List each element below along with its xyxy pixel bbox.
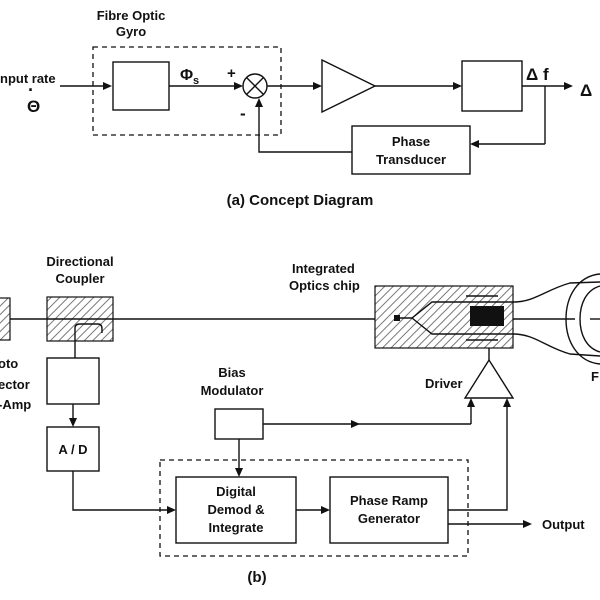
digital-line2: Demod & — [207, 502, 264, 517]
ad-converter-box — [46, 426, 100, 472]
sum-to-amp-arrowhead — [313, 82, 322, 90]
feedback-to-transducer-arrowhead — [470, 140, 479, 148]
gyro-label-line2: Gyro — [116, 24, 146, 39]
input-rate-label: nput rate — [0, 71, 56, 86]
fibre-coil-partial — [565, 273, 600, 365]
input-arrowhead — [103, 82, 112, 90]
minus-sign: - — [240, 104, 246, 123]
gyro-label-line1: Fibre Optic — [97, 8, 166, 23]
chip-input-port — [394, 315, 400, 321]
processing-dashed-boundary — [159, 459, 469, 557]
phase-ramp-line1: Phase Ramp — [350, 493, 428, 508]
directional-coupler-line1: Directional — [46, 254, 113, 269]
amplifier-triangle — [321, 58, 377, 114]
output-label: Output — [542, 517, 585, 532]
delta-f-arrowhead — [564, 82, 573, 90]
gyro-dashed-boundary — [92, 46, 282, 136]
phi-arrowhead — [234, 82, 243, 90]
fibre-coil-label-partial: F — [591, 369, 599, 384]
phase-transducer-box — [351, 125, 471, 175]
ad-to-demod-arrowhead — [167, 506, 176, 514]
integrated-optics-line1: Integrated — [292, 261, 355, 276]
plus-sign: + — [227, 65, 236, 82]
amp-to-box-arrowhead — [453, 82, 462, 90]
phase-ramp-generator-box — [329, 476, 449, 544]
integrated-optics-line2: Optics chip — [289, 278, 360, 293]
bias-modulator-line2: Modulator — [201, 383, 264, 398]
driver-label: Driver — [425, 376, 463, 391]
caption-b: (b) — [247, 569, 266, 586]
photo-label-line1: oto — [0, 356, 18, 371]
phi-label: Φ — [180, 67, 193, 84]
ramp-to-driver-arrowhead — [503, 398, 511, 407]
demod-to-ramp-arrowhead — [321, 506, 330, 514]
bias-modulator-box — [214, 408, 264, 440]
output-arrowhead — [523, 520, 532, 528]
input-theta-symbol: Θ — [27, 97, 40, 116]
bias-driver-arrowhead — [467, 398, 475, 407]
coupler-tap-fibre — [74, 323, 103, 358]
directional-coupler-line2: Coupler — [55, 271, 104, 286]
photo-label-line2: ector — [0, 377, 30, 392]
photo-label-line3: -Amp — [0, 397, 31, 412]
digital-line1: Digital — [216, 484, 256, 499]
phi-subscript: s — [193, 75, 199, 87]
delta-f-label: Δ f — [526, 65, 549, 84]
system-diagram: Directional Coupler oto ector -Amp A / D… — [0, 254, 600, 586]
input-theta-dot: · — [28, 80, 34, 100]
delta-right-label: Δ — [580, 81, 592, 100]
detector-to-ad-arrowhead — [69, 418, 77, 427]
digital-demod-box — [175, 476, 297, 544]
transducer-to-sum-arrowhead — [255, 98, 263, 107]
photo-detector-box — [46, 357, 100, 405]
light-source-partial — [0, 297, 11, 341]
bias-modulator-line1: Bias — [218, 365, 245, 380]
ad-to-demod-line — [72, 471, 168, 511]
digital-line3: Integrate — [209, 520, 264, 535]
coil-upper-fibre — [512, 281, 600, 303]
ad-label: A / D — [58, 442, 87, 457]
summing-cross-b — [246, 77, 264, 95]
driver-triangle — [463, 358, 515, 399]
bias-to-demod-arrowhead — [235, 468, 243, 477]
transducer-to-sum-line — [258, 105, 352, 153]
output-box — [461, 60, 523, 112]
chip-upper-waveguide — [400, 301, 513, 319]
phase-ramp-line2: Generator — [358, 511, 420, 526]
bias-mid-arrowhead — [351, 420, 360, 428]
coil-lower-fibre — [512, 333, 600, 357]
phase-transducer-line2: Transducer — [376, 152, 446, 167]
fibre-coil-inner — [579, 285, 600, 353]
concept-diagram: nput rate Θ · Fibre Optic Gyro Φ s + - Δ… — [0, 8, 592, 209]
phase-transducer-line1: Phase — [392, 134, 430, 149]
gyro-box — [112, 61, 170, 111]
ramp-to-driver-line — [448, 405, 508, 511]
chip-center-electrode — [470, 306, 504, 326]
caption-a: (a) Concept Diagram — [227, 192, 374, 209]
chip-lower-waveguide — [411, 317, 513, 335]
